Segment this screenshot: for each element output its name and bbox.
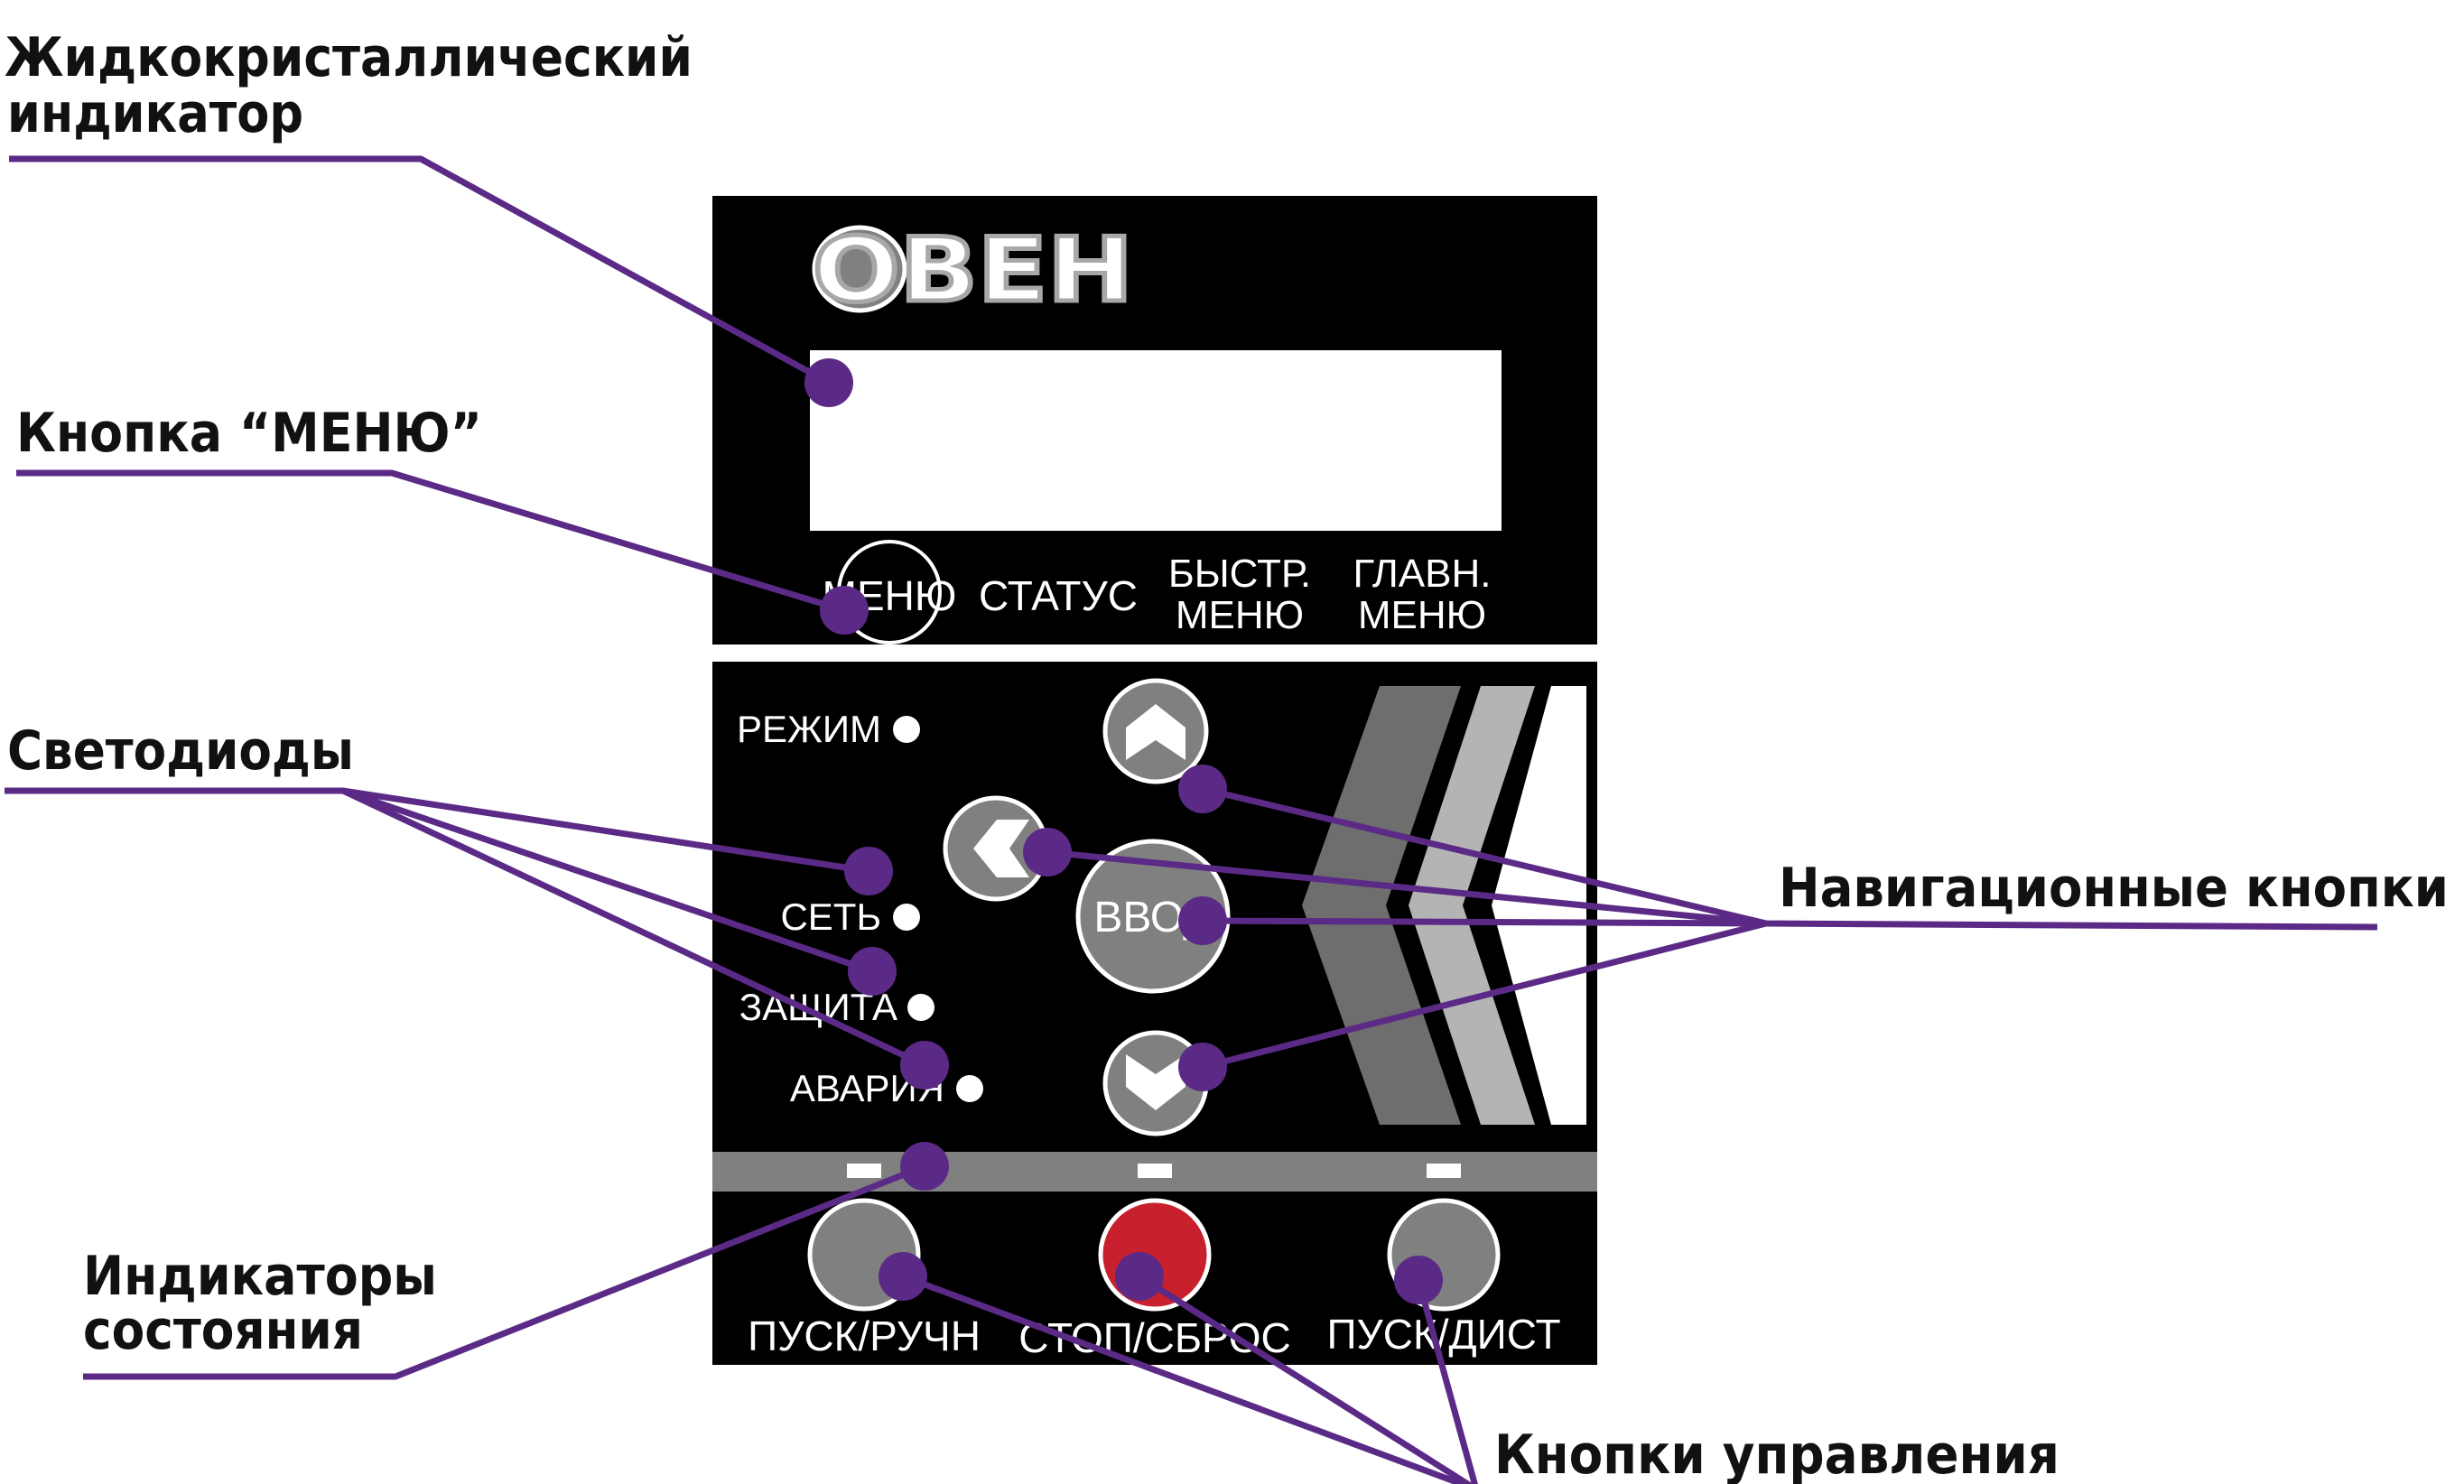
nav-left-button[interactable] bbox=[943, 795, 1049, 902]
quick-menu-key-label-1[interactable]: БЫСТР. bbox=[1168, 552, 1311, 596]
callout-lcd-line1: Жидкокристаллический bbox=[5, 26, 693, 89]
chevron-white bbox=[1492, 686, 1586, 1125]
dot-led-3 bbox=[900, 1041, 949, 1090]
dot-control-2 bbox=[1115, 1252, 1164, 1301]
led-label-network: СЕТЬ bbox=[780, 895, 881, 938]
dot-led-2 bbox=[848, 947, 897, 996]
dot-control-1 bbox=[879, 1252, 927, 1301]
logo-badge bbox=[812, 225, 907, 313]
dot-control-3 bbox=[1394, 1256, 1443, 1304]
dot-nav-enter bbox=[1178, 896, 1227, 945]
led-alarm bbox=[956, 1075, 983, 1102]
chevron-dark-gray bbox=[1302, 686, 1461, 1125]
chevron-up-icon bbox=[1126, 704, 1186, 760]
leader-nav-3 bbox=[1202, 917, 1767, 927]
start-remote-label: ПУСК/ДИСТ bbox=[1326, 1311, 1560, 1358]
status-indicator-2 bbox=[1138, 1164, 1172, 1178]
callout-navigation: Навигационные кнопки bbox=[1779, 857, 2449, 920]
dot-menu bbox=[820, 586, 869, 635]
dot-nav-left bbox=[1023, 828, 1072, 876]
lcd-display bbox=[810, 350, 1502, 531]
dot-nav-up bbox=[1178, 765, 1227, 813]
callout-control: Кнопки управления bbox=[1494, 1424, 2060, 1484]
leader-status bbox=[83, 1163, 926, 1380]
chevron-left-icon bbox=[973, 820, 1029, 877]
led-mode bbox=[893, 716, 920, 743]
led-label-mode: РЕЖИМ bbox=[737, 708, 881, 750]
dot-lcd bbox=[804, 358, 853, 407]
start-local-label: ПУСК/РУЧН bbox=[748, 1312, 981, 1359]
leader-control-2 bbox=[1138, 1274, 1474, 1484]
callout-labels: Жидкокристаллический индикатор Кнопка “М… bbox=[5, 26, 2449, 1484]
main-menu-key-label-1[interactable]: ГЛАВН. bbox=[1353, 552, 1492, 596]
leader-nav-2 bbox=[1046, 849, 1767, 927]
callout-status-line2: состояния bbox=[83, 1299, 363, 1362]
quick-menu-key-label-2[interactable]: МЕНЮ bbox=[1176, 593, 1304, 637]
dot-nav-down bbox=[1178, 1043, 1227, 1091]
callout-status-line1: Индикаторы bbox=[83, 1245, 437, 1308]
owen-logo: ОВЕН bbox=[811, 218, 1136, 325]
main-menu-key-label-2[interactable]: МЕНЮ bbox=[1358, 593, 1486, 637]
leader-dots bbox=[804, 358, 1443, 1304]
leader-lcd bbox=[9, 155, 831, 386]
status-indicator-3 bbox=[1427, 1164, 1461, 1178]
status-key-label[interactable]: СТАТУС bbox=[979, 572, 1138, 619]
chevron-light-gray bbox=[1409, 686, 1535, 1125]
leader-leds-3 bbox=[341, 787, 926, 1069]
nav-up-button[interactable] bbox=[1102, 678, 1209, 784]
leader-control bbox=[901, 1273, 1471, 1484]
dot-led-1 bbox=[844, 847, 893, 895]
enter-circle[interactable] bbox=[1075, 839, 1231, 994]
leader-leds-2 bbox=[341, 787, 874, 975]
leader-lines bbox=[5, 155, 2378, 1484]
dot-status bbox=[900, 1142, 949, 1191]
led-protection bbox=[907, 994, 934, 1021]
leader-menu bbox=[16, 469, 846, 614]
logo-text: ОВЕН bbox=[813, 219, 1133, 322]
callout-leds: Светодиоды bbox=[7, 719, 354, 783]
callout-lcd-line2: индикатор bbox=[7, 82, 303, 145]
chevron-down-icon bbox=[1126, 1054, 1186, 1110]
status-indicator-1 bbox=[847, 1164, 881, 1178]
leader-control-3 bbox=[1415, 1279, 1478, 1484]
callout-menu-button: Кнопка “МЕНЮ” bbox=[16, 402, 482, 465]
led-network bbox=[893, 904, 920, 931]
leader-nav-4 bbox=[1202, 920, 1767, 1071]
